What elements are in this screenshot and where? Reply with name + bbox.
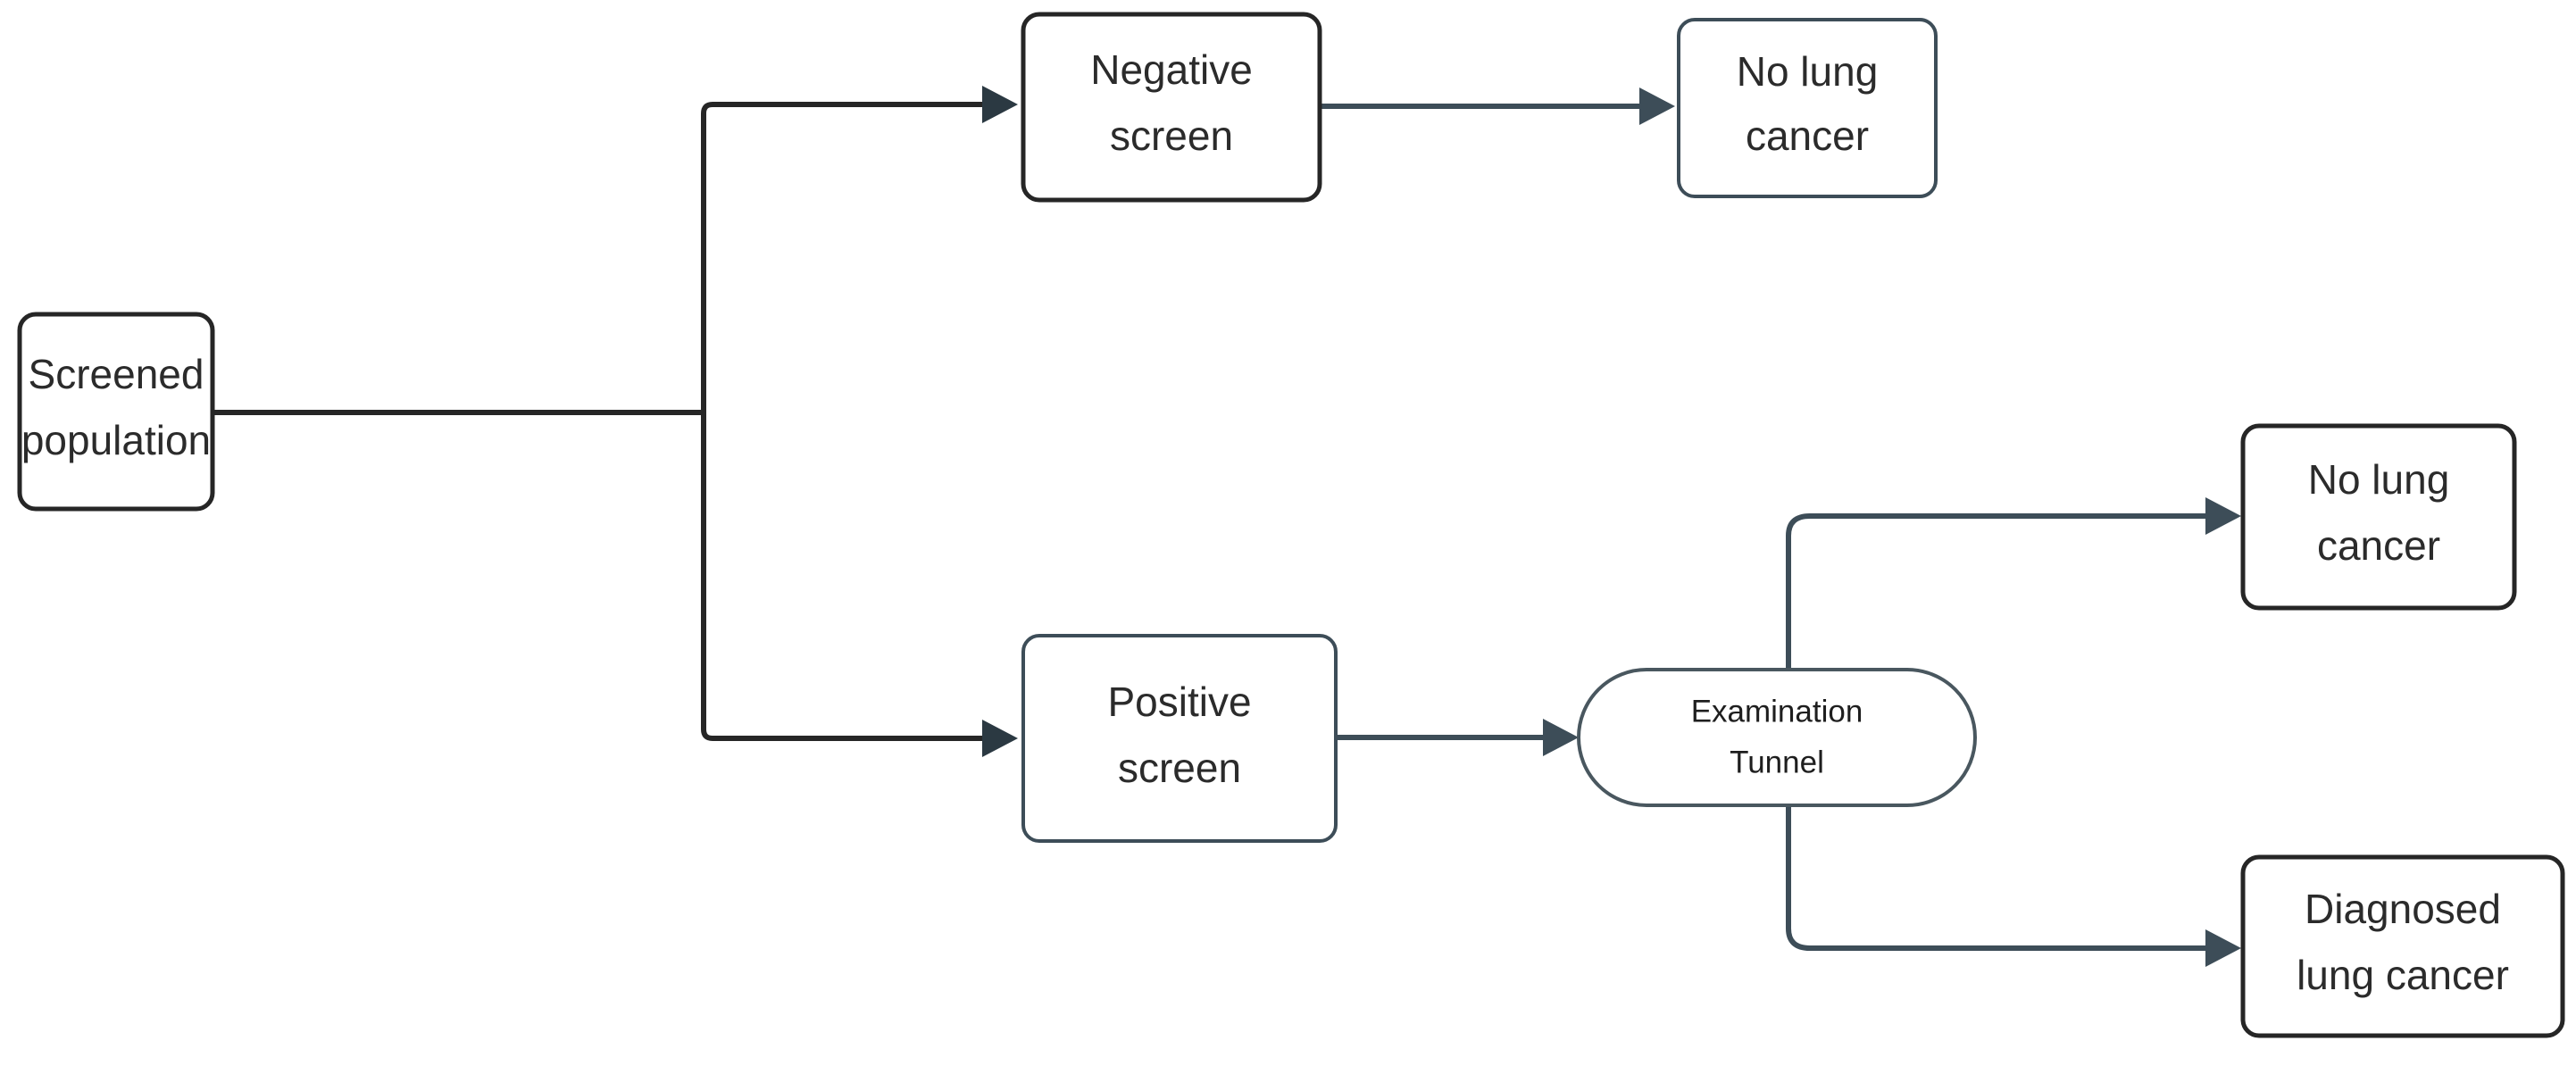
node-shape-rounded-rectangle: [17, 312, 215, 512]
node-label-line2: cancer: [2317, 522, 2440, 569]
node-label-line2: cancer: [1746, 112, 1869, 159]
node-label-line1: Diagnosed: [2305, 886, 2501, 932]
node-label-line1: Screened: [29, 351, 204, 397]
arrowhead-icon: [982, 720, 1018, 757]
node-label-line2: Tunnel: [1730, 745, 1824, 779]
node-shape-rounded-rectangle: [2240, 423, 2517, 611]
node-shape-rounded-rectangle: [1021, 634, 1338, 843]
node-diagnosed-lung-cancer[interactable]: Diagnosed lung cancer: [2240, 854, 2565, 1038]
edge-screened-to-positive: [701, 412, 1018, 757]
node-examination-tunnel[interactable]: Examination Tunnel: [1577, 668, 1977, 807]
node-label-line1: Negative: [1090, 46, 1253, 93]
node-label-line1: Positive: [1107, 679, 1251, 725]
edge-positive-to-tunnel: [1337, 719, 1579, 756]
node-screened-population[interactable]: Screened population: [17, 312, 215, 512]
node-positive-screen[interactable]: Positive screen: [1021, 634, 1338, 843]
arrowhead-icon: [1543, 719, 1579, 756]
node-shape-rounded-rectangle: [1677, 18, 1938, 198]
edge-negative-to-no-cancer: [1320, 87, 1675, 125]
node-shape-stadium: [1577, 668, 1977, 807]
node-label-line2: screen: [1118, 745, 1241, 791]
arrowhead-icon: [2205, 497, 2241, 535]
edge-tunnel-to-diagnosed: [1786, 804, 2241, 967]
node-negative-screen[interactable]: Negative screen: [1021, 12, 1322, 203]
node-label-line2: population: [21, 417, 211, 463]
node-label-line1: No lung: [1737, 48, 1879, 95]
arrowhead-icon: [1639, 87, 1675, 125]
node-no-lung-cancer-top[interactable]: No lung cancer: [1677, 18, 1938, 198]
edge-screened-to-negative: [214, 86, 1018, 415]
arrowhead-icon: [2205, 929, 2241, 967]
edge-tunnel-to-no-cancer: [1786, 497, 2241, 671]
node-label-line2: screen: [1110, 112, 1233, 159]
node-label-line2: lung cancer: [2297, 952, 2509, 998]
arrowhead-icon: [982, 86, 1018, 123]
node-shape-rounded-rectangle: [2240, 854, 2565, 1038]
node-label-line1: Examination: [1691, 694, 1863, 729]
node-shape-rounded-rectangle: [1021, 12, 1322, 203]
node-label-line1: No lung: [2308, 456, 2450, 503]
node-no-lung-cancer-right[interactable]: No lung cancer: [2240, 423, 2517, 611]
